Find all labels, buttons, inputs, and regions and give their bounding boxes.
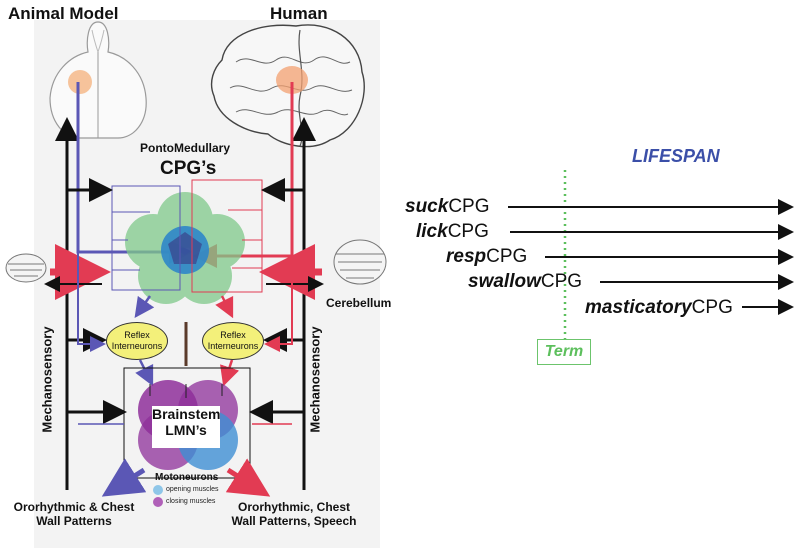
brainstem-lmn-label: Brainstem LMN’s: [152, 406, 220, 448]
mechanosensory-right-label: Mechanosensory: [307, 326, 323, 433]
mechanosensory-left-label: Mechanosensory: [39, 326, 55, 433]
term-label: Term: [537, 339, 591, 365]
output-left-label: Ororhythmic & Chest Wall Patterns: [13, 500, 135, 528]
cerebellum-label: Cerebellum: [326, 296, 392, 310]
motoneurons-label: Motoneurons: [155, 472, 219, 483]
resp-cpg-label: respCPG: [446, 246, 528, 267]
cpgs-label: CPG’s: [160, 158, 217, 179]
suck-cpg-label: suckCPG: [405, 196, 490, 217]
pontomedullary-label: PontoMedullary: [140, 141, 231, 155]
human-brain-icon: [210, 24, 365, 148]
masticatory-cpg-label: masticatoryCPG: [585, 297, 733, 318]
legend-closing-muscles: closing muscles: [166, 498, 216, 505]
output-right-label: Ororhythmic, Chest Wall Patterns, Speech: [231, 500, 357, 528]
legend-opening-muscles: opening muscles: [166, 486, 219, 493]
reflex-interneurons-right: Reflex Interneurons: [202, 322, 264, 360]
rodent-brain-icon: [49, 21, 147, 139]
reflex-interneurons-left: Reflex Interneurons: [106, 322, 168, 360]
header-human: Human: [270, 4, 328, 23]
swallow-cpg-label: swallowCPG: [468, 271, 583, 292]
cerebellum-icon-left: [5, 253, 47, 283]
header-animal-model: Animal Model: [8, 4, 119, 23]
lick-cpg-label: lickCPG: [416, 221, 489, 242]
cerebellum-icon-right: [333, 239, 387, 285]
lifespan-title: LIFESPAN: [632, 146, 720, 166]
